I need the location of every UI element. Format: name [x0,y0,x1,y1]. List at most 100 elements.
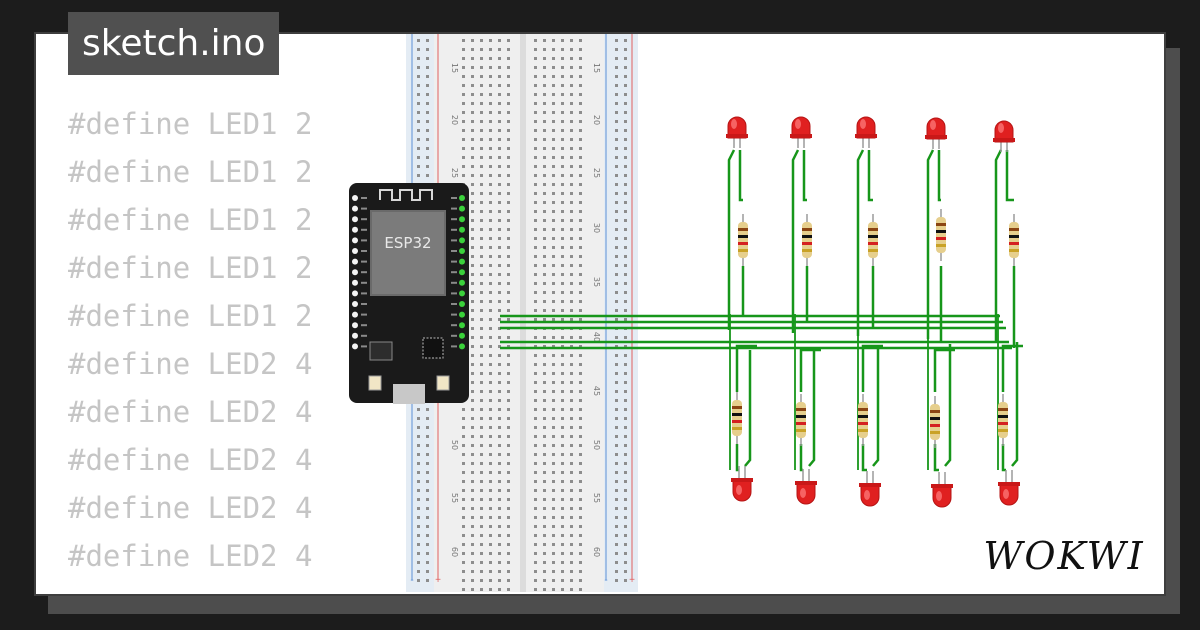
resistor-band [930,417,940,420]
wire [937,150,941,202]
pin-label-mark [361,324,367,327]
header-pin[interactable] [459,301,465,307]
esp32-shield [372,212,444,294]
header-pin[interactable] [352,216,358,223]
header-pin[interactable] [459,248,465,254]
header-pin[interactable] [352,195,358,201]
red-led-icon[interactable] [993,120,1015,152]
header-pin[interactable] [459,195,465,201]
wire [727,149,736,330]
resistor-icon[interactable] [930,396,940,448]
code-line: #define LED1 2 [68,299,313,333]
en-button[interactable] [436,375,450,391]
esp32-board-icon[interactable]: ESP32 [349,183,469,404]
resistor-band [930,431,940,434]
boot-button[interactable] [368,375,382,391]
resistor-icon[interactable] [732,392,742,444]
resistor-body [796,402,806,438]
breadboard-row-label: 35 [592,277,601,287]
wire [861,344,883,392]
center-channel [520,34,526,592]
header-pin[interactable] [459,205,465,212]
header-pin[interactable] [459,216,465,223]
resistor-icon[interactable] [998,394,1008,446]
pin-label-mark [451,260,457,263]
wire [861,444,867,472]
header-pin[interactable] [459,290,465,297]
code-editor[interactable]: #define LED1 2 #define LED1 2 #define LE… [68,100,408,580]
resistor-band [802,228,812,231]
header-pin[interactable] [352,290,358,297]
led-rim [731,478,753,482]
breadboard-row-label: 60 [592,547,601,557]
pin-label-mark [361,303,367,305]
resistor-band [796,429,806,432]
header-pin[interactable] [352,279,358,286]
resistor-icon[interactable] [796,394,806,446]
red-led-icon[interactable] [998,470,1020,506]
red-led-icon[interactable] [855,116,877,148]
header-pin[interactable] [352,343,358,350]
header-pin[interactable] [352,322,358,329]
resistor-body [738,222,748,258]
resistor-band [936,237,946,240]
header-pin[interactable] [352,226,358,233]
resistor-band [796,415,806,418]
resistor-band [1009,228,1019,231]
resistor-icon[interactable] [858,394,868,446]
resistor-band [802,249,812,252]
red-led-icon[interactable] [726,116,748,148]
header-pin[interactable] [352,258,358,265]
resistor-band [1009,242,1019,245]
pin-label-mark [361,292,367,295]
resistor-icon[interactable] [936,209,946,261]
header-pin[interactable] [352,311,358,318]
header-pin[interactable] [352,237,358,244]
resistor-body [936,217,946,253]
led-highlight [800,488,806,498]
resistor-icon[interactable] [1009,214,1019,266]
pin-label-mark [361,197,367,199]
red-led-icon[interactable] [790,116,812,148]
wire [802,150,807,202]
resistor-band [802,242,812,245]
breadboard-row-label: 20 [592,115,601,125]
red-led-icon[interactable] [795,469,817,505]
wire [808,348,816,467]
header-pin[interactable] [459,269,465,276]
header-pin[interactable] [459,237,465,244]
red-led-icon[interactable] [925,117,947,149]
resistor-body [868,222,878,258]
breadboard-row-label: 50 [450,440,459,450]
resistor-icon[interactable] [868,214,878,266]
led-rim [993,138,1015,142]
header-pin[interactable] [459,311,465,318]
header-pin[interactable] [352,248,358,254]
header-pin[interactable] [459,332,465,339]
usb-port [393,384,425,404]
wire [926,149,935,339]
resistor-icon[interactable] [802,214,812,266]
header-pin[interactable] [352,205,358,212]
led-body [999,483,1019,506]
header-pin[interactable] [352,301,358,307]
red-led-icon[interactable] [931,472,953,508]
red-led-icon[interactable] [859,471,881,507]
header-pin[interactable] [459,322,465,329]
led-highlight [864,490,870,500]
resistor-band [998,408,1008,411]
header-pin[interactable] [459,343,465,350]
header-pin[interactable] [459,226,465,233]
header-pin[interactable] [459,258,465,265]
wire [799,444,803,472]
breadboard-row-label: 55 [592,493,601,503]
pin-label-mark [451,281,457,284]
resistor-icon[interactable] [738,214,748,266]
header-pin[interactable] [352,332,358,339]
red-led-icon[interactable] [731,466,753,502]
file-tab[interactable]: sketch.ino [68,12,280,75]
header-pin[interactable] [459,279,465,286]
header-pin[interactable] [352,269,358,276]
led-rim [998,482,1020,486]
